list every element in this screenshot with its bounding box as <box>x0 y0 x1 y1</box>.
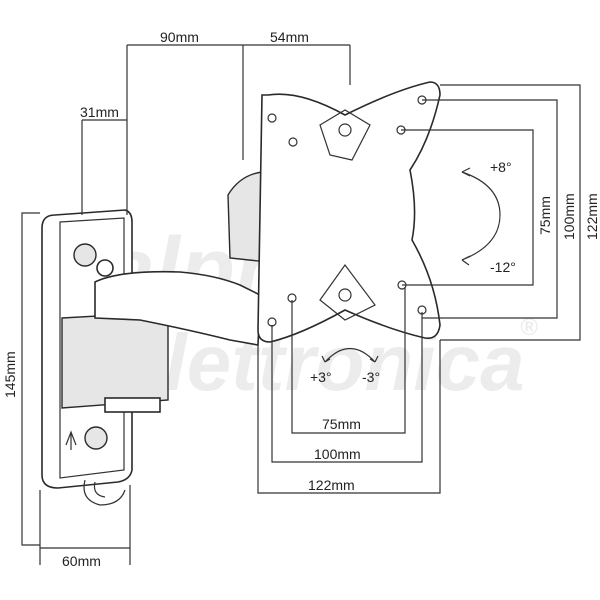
watermark-line2: elettronica <box>120 318 525 407</box>
label-v75mm: 75mm <box>537 196 553 235</box>
plate-lower-cutout <box>319 263 376 321</box>
plate-upper-cutout <box>319 109 371 161</box>
pivot-base <box>104 397 161 413</box>
up-arrow-icon <box>65 430 77 450</box>
label-swivel-left: +3° <box>310 369 332 385</box>
label-60mm: 60mm <box>62 553 101 569</box>
label-v122mm: 122mm <box>584 193 600 240</box>
swivel-arrow-icon <box>321 348 379 363</box>
dimension-lines <box>21 44 581 565</box>
label-h100mm: 100mm <box>314 446 361 462</box>
mount-hole-bottom <box>84 426 108 450</box>
label-h75mm: 75mm <box>322 416 361 432</box>
label-swivel-right: -3° <box>362 369 380 385</box>
label-tilt-down: -12° <box>490 259 516 275</box>
tilt-arrow-icon <box>461 171 501 261</box>
label-145mm: 145mm <box>2 351 18 398</box>
vesa-plate <box>257 81 441 343</box>
label-90mm: 90mm <box>160 29 199 45</box>
mount-hole-top <box>73 243 97 267</box>
label-tilt-up: +8° <box>490 159 512 175</box>
label-54mm: 54mm <box>270 29 309 45</box>
watermark-mark: ® <box>520 314 538 341</box>
pivot-block <box>61 311 169 409</box>
hook <box>83 479 126 506</box>
label-h122mm: 122mm <box>308 477 355 493</box>
label-31mm: 31mm <box>80 104 119 120</box>
label-v100mm: 100mm <box>561 193 577 240</box>
arm <box>94 270 261 346</box>
